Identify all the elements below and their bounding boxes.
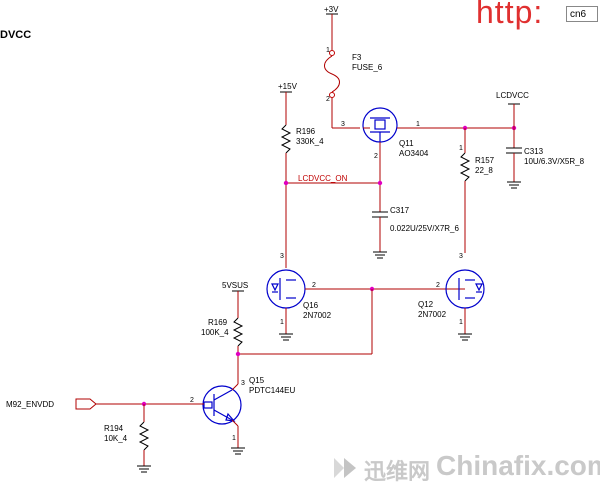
svg-text:1: 1 (232, 435, 236, 442)
lcdvcc-rail: LCDVCC (496, 91, 529, 128)
mosfet-q12: 3 2 1 Q12 2N7002 (418, 253, 485, 341)
partial-net-label: DVCC (0, 29, 31, 41)
q12-ref: Q12 (418, 300, 434, 309)
q11-value: AO3404 (399, 149, 429, 158)
r194-value: 10K_4 (104, 434, 128, 443)
plus3v-rail: +3V (324, 5, 339, 50)
url-tag-box: cn6 (566, 6, 598, 22)
capacitor-c313: C313 10U/6.3V/X5R_8 (506, 128, 585, 189)
transistor-q15: 3 2 1 Q15 PDTC144EU (190, 376, 295, 455)
f3-value: FUSE_6 (352, 63, 383, 72)
mosfet-q16: 3 2 1 Q16 2N7002 (266, 253, 465, 341)
watermark-en-text: Chinafix.com (436, 450, 600, 481)
svg-text:3: 3 (280, 253, 284, 260)
plus3v-label: +3V (324, 5, 339, 14)
resistor-r196: R196 330K_4 (280, 124, 324, 154)
q15-ref: Q15 (249, 376, 265, 385)
resistor-r194: R194 10K_4 (104, 404, 151, 473)
svg-text:2: 2 (190, 397, 194, 404)
svg-text:2: 2 (312, 282, 316, 289)
svg-text:1: 1 (416, 121, 420, 128)
lcdvcc-label: LCDVCC (496, 91, 529, 100)
c317-ref: C317 (390, 206, 410, 215)
vsus-rail: 5VSUS (222, 281, 248, 318)
r196-value: 330K_4 (296, 137, 324, 146)
q15-value: PDTC144EU (249, 386, 295, 395)
r169-value: 100K_4 (201, 328, 229, 337)
plus15v-rail: +15V (278, 82, 298, 125)
watermark-http: http: (476, 0, 544, 30)
svg-text:2: 2 (436, 282, 440, 289)
r157-value: 22_8 (475, 166, 493, 175)
svg-text:2: 2 (326, 96, 330, 103)
resistor-r169: R169 100K_4 (201, 317, 244, 380)
capacitor-c317: C317 0.022U/25V/X7R_6 (372, 206, 459, 259)
q11-ref: Q11 (399, 139, 414, 148)
junction-lcdvcc-on-left (283, 180, 289, 186)
watermark-cn-text: 迅维网 (364, 460, 431, 485)
r194-ref: R194 (104, 424, 124, 433)
r157-ref: R157 (475, 156, 495, 165)
svg-text:3: 3 (241, 380, 245, 387)
c313-value: 10U/6.3V/X5R_8 (524, 157, 585, 166)
r196-ref: R196 (296, 127, 316, 136)
svg-text:3: 3 (459, 253, 463, 260)
mosfet-q11: 3 1 2 Q11 AO3404 (341, 107, 429, 160)
junction-lcdvcc-on-right (377, 180, 383, 186)
c317-value: 0.022U/25V/X7R_6 (390, 224, 459, 233)
net-lcdvcc-on: LCDVCC_ON (298, 174, 348, 183)
svg-text:1: 1 (326, 47, 330, 54)
plus15v-label: +15V (278, 82, 298, 91)
f3-ref: F3 (352, 53, 362, 62)
chinafix-logo-icon (334, 458, 356, 478)
svg-text:3: 3 (341, 121, 345, 128)
fuse-f3: 1 2 F3 FUSE_6 (324, 47, 383, 103)
q16-ref: Q16 (303, 301, 319, 310)
vsus-label: 5VSUS (222, 281, 248, 290)
net-m92-envdd: M92_ENVDD (6, 400, 54, 409)
q12-value: 2N7002 (418, 310, 447, 319)
q16-value: 2N7002 (303, 311, 332, 320)
svg-text:1: 1 (280, 319, 284, 326)
svg-text:1: 1 (459, 145, 463, 152)
port-m92-envdd: M92_ENVDD (6, 398, 97, 410)
resistor-r157: 1 R157 22_8 (459, 128, 495, 253)
svg-text:1: 1 (459, 319, 463, 326)
svg-text:2: 2 (374, 153, 378, 160)
c313-ref: C313 (524, 147, 544, 156)
watermark-chinafix: 迅维网 Chinafix.com (328, 450, 600, 488)
r169-ref: R169 (208, 318, 228, 327)
junction-r169-q15 (235, 351, 241, 357)
